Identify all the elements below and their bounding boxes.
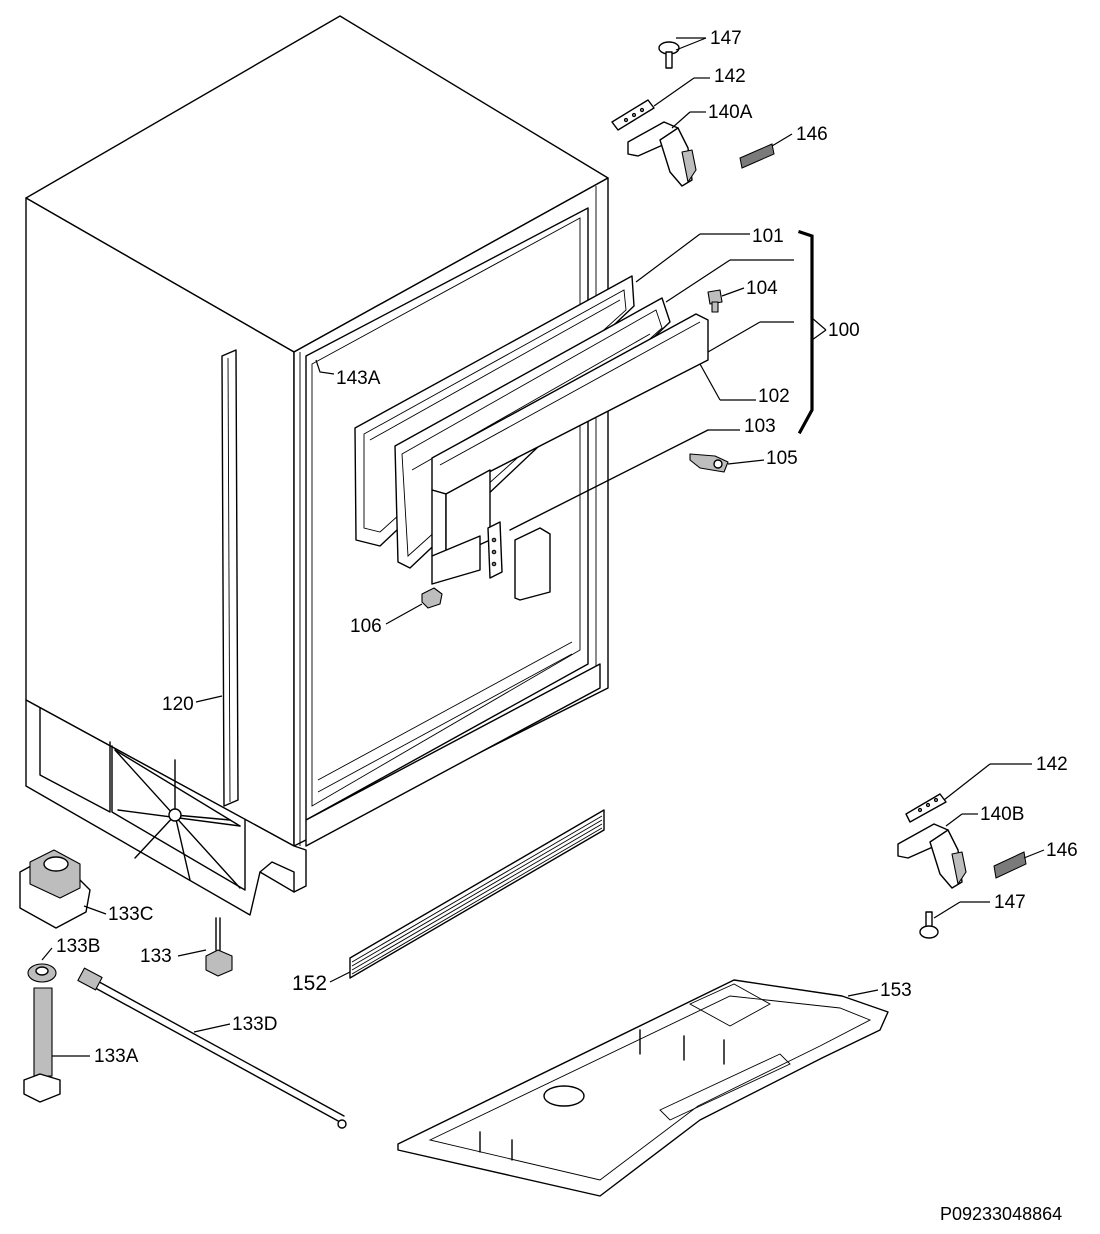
cover-146-top — [739, 143, 775, 169]
cabinet-body — [25, 15, 609, 916]
adjusting-screw-133A — [23, 987, 61, 1103]
grille-152 — [349, 809, 605, 979]
group-bracket-100 — [797, 229, 827, 435]
label-133: 133 — [140, 946, 172, 967]
leader-lines — [41, 37, 1045, 1057]
plug-106 — [421, 587, 443, 609]
label-146-top: 146 — [796, 124, 828, 145]
gear-nut-133B — [27, 963, 57, 983]
hinge-140A — [627, 121, 697, 187]
label-143A: 143A — [336, 368, 381, 389]
label-100: 100 — [828, 320, 860, 341]
label-142-top: 142 — [714, 66, 746, 87]
hinge-plate-142-bottom — [905, 793, 947, 823]
label-106: 106 — [350, 616, 382, 637]
label-105: 105 — [766, 448, 798, 469]
leveling-foot-133 — [205, 917, 233, 977]
door-handle-bracket-103 — [487, 429, 709, 601]
label-133A: 133A — [94, 1046, 139, 1067]
label-133B: 133B — [56, 936, 100, 957]
base-tray-153 — [397, 979, 889, 1197]
hinge-screw-147-bottom — [919, 911, 939, 939]
label-152: 152 — [292, 972, 327, 995]
label-102: 102 — [758, 386, 790, 407]
label-133C: 133C — [108, 904, 153, 925]
label-153: 153 — [880, 980, 912, 1001]
adjusting-rod-133D — [77, 967, 347, 1129]
label-140B: 140B — [980, 804, 1024, 825]
hinge-pin-104 — [707, 289, 723, 313]
label-103: 103 — [744, 416, 776, 437]
door-stop-105 — [689, 453, 729, 473]
hinge-plate-142-top — [611, 99, 655, 131]
label-140A: 140A — [708, 102, 753, 123]
hinge-140B — [897, 823, 967, 889]
reference-code: P09233048864 — [940, 1204, 1062, 1224]
label-147-bottom: 147 — [994, 892, 1026, 913]
label-142-bottom: 142 — [1036, 754, 1068, 775]
door-panel-102 — [431, 313, 709, 585]
foot-bracket-133C — [19, 849, 91, 929]
label-146-bottom: 146 — [1046, 840, 1078, 861]
cover-146-bottom — [993, 851, 1027, 879]
hinge-screw-147-top — [658, 41, 680, 69]
label-101: 101 — [752, 226, 784, 247]
label-147-top: 147 — [710, 28, 742, 49]
label-133D: 133D — [232, 1014, 277, 1035]
label-120: 120 — [162, 694, 194, 715]
label-104: 104 — [746, 278, 778, 299]
part-labels: 147 142 140A 146 101 104 100 102 103 105… — [56, 28, 1078, 1067]
